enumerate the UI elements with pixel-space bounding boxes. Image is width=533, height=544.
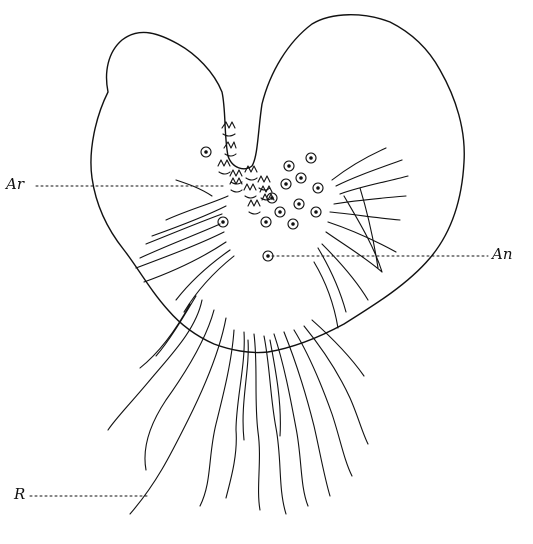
thallus-outline — [91, 15, 464, 353]
rhizoid-label: R — [14, 487, 25, 502]
antheridia-label: An — [492, 247, 513, 262]
archegonia-label: Ar — [6, 177, 24, 192]
